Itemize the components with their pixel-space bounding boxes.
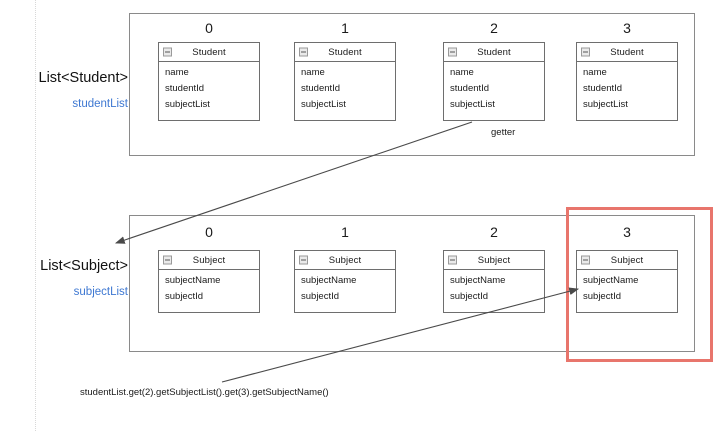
- index-label-subject-1: 1: [341, 224, 349, 240]
- field-row: subjectList: [301, 99, 346, 110]
- class-fields: subjectName subjectId: [577, 270, 677, 308]
- selected-index-3-highlight: [566, 207, 713, 362]
- collapse-minus-icon[interactable]: [448, 255, 457, 265]
- collapse-minus-icon[interactable]: [299, 47, 308, 57]
- index-label-subject-0: 0: [205, 224, 213, 240]
- class-header: Subject: [295, 251, 395, 270]
- class-header: Student: [159, 43, 259, 62]
- class-box-subject-1[interactable]: Subject subjectName subjectId: [294, 250, 396, 313]
- class-box-subject-2[interactable]: Subject subjectName subjectId: [443, 250, 545, 313]
- type-label-subject-list: List<Subject>: [40, 258, 128, 274]
- field-row: studentId: [165, 83, 205, 94]
- field-row: subjectId: [165, 291, 204, 302]
- type-label-student-list: List<Student>: [38, 70, 129, 86]
- variable-label-student-list: studentList: [72, 98, 128, 110]
- class-header: Subject: [444, 251, 544, 270]
- field-row: subjectName: [301, 275, 357, 286]
- class-box-subject-0[interactable]: Subject subjectName subjectId: [158, 250, 260, 313]
- index-label-student-3: 3: [623, 20, 631, 36]
- class-title: Subject: [192, 254, 226, 266]
- collapse-minus-icon[interactable]: [581, 47, 590, 57]
- field-row: subjectList: [165, 99, 210, 110]
- field-row: subjectList: [583, 99, 628, 110]
- index-label-subject-3: 3: [623, 224, 631, 240]
- index-label-student-2: 2: [490, 20, 498, 36]
- class-title: Student: [610, 46, 644, 58]
- collapse-minus-icon[interactable]: [299, 255, 308, 265]
- class-title: Student: [192, 46, 226, 58]
- index-label-student-1: 1: [341, 20, 349, 36]
- field-row: studentId: [450, 83, 490, 94]
- index-label-subject-2: 2: [490, 224, 498, 240]
- field-row: studentId: [583, 83, 623, 94]
- field-row: subjectId: [583, 291, 622, 302]
- class-header: Student: [577, 43, 677, 62]
- class-header: Subject: [159, 251, 259, 270]
- index-label-student-0: 0: [205, 20, 213, 36]
- class-title: Subject: [328, 254, 362, 266]
- variable-label-subject-list: subjectList: [73, 286, 128, 298]
- collapse-minus-icon[interactable]: [581, 255, 590, 265]
- class-box-student-0[interactable]: Student name studentId subjectList: [158, 42, 260, 121]
- field-row: subjectName: [583, 275, 639, 286]
- class-header: Student: [295, 43, 395, 62]
- field-row: subjectList: [450, 99, 495, 110]
- class-title: Student: [477, 46, 511, 58]
- class-box-student-3[interactable]: Student name studentId subjectList: [576, 42, 678, 121]
- class-header: Student: [444, 43, 544, 62]
- class-title: Subject: [610, 254, 644, 266]
- class-fields: subjectName subjectId: [444, 270, 544, 308]
- collapse-minus-icon[interactable]: [448, 47, 457, 57]
- collapse-minus-icon[interactable]: [163, 47, 172, 57]
- field-row: name: [583, 67, 607, 78]
- class-fields: name studentId subjectList: [159, 62, 259, 116]
- class-fields: name studentId subjectList: [577, 62, 677, 116]
- class-fields: subjectName subjectId: [295, 270, 395, 308]
- class-fields: name studentId subjectList: [444, 62, 544, 116]
- field-row: studentId: [301, 83, 341, 94]
- class-title: Subject: [477, 254, 511, 266]
- field-row: subjectId: [301, 291, 340, 302]
- class-box-subject-3[interactable]: Subject subjectName subjectId: [576, 250, 678, 313]
- field-row: subjectId: [450, 291, 489, 302]
- field-row: name: [450, 67, 474, 78]
- class-box-student-1[interactable]: Student name studentId subjectList: [294, 42, 396, 121]
- getter-label: getter: [491, 127, 516, 138]
- field-row: name: [165, 67, 189, 78]
- class-box-student-2[interactable]: Student name studentId subjectList: [443, 42, 545, 121]
- class-fields: subjectName subjectId: [159, 270, 259, 308]
- class-fields: name studentId subjectList: [295, 62, 395, 116]
- class-header: Subject: [577, 251, 677, 270]
- vertical-guide-line: [35, 0, 36, 431]
- class-title: Student: [328, 46, 362, 58]
- expression-caption: studentList.get(2).getSubjectList().get(…: [80, 387, 329, 398]
- collapse-minus-icon[interactable]: [163, 255, 172, 265]
- field-row: name: [301, 67, 325, 78]
- field-row: subjectName: [450, 275, 506, 286]
- field-row: subjectName: [165, 275, 221, 286]
